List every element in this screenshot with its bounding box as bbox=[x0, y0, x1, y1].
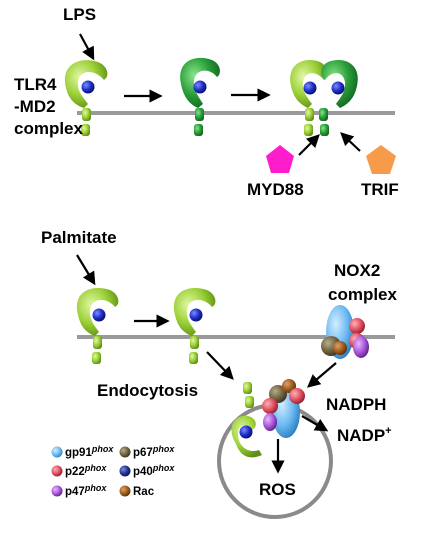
nadph-arrow bbox=[301, 415, 329, 432]
palmitate-receptor-2 bbox=[173, 287, 216, 364]
tlr4-label-line2: -MD2 bbox=[14, 97, 56, 116]
membrane-bottom bbox=[77, 335, 395, 339]
bottom-panel: Palmitate NOX2 complex Endocytosis NADPH… bbox=[41, 228, 398, 519]
nadph-label: NADPH bbox=[326, 395, 386, 414]
lps-label: LPS bbox=[63, 5, 96, 24]
legend-item-rac: Rac bbox=[119, 485, 155, 498]
tlr4-label-line1: TLR4 bbox=[14, 75, 57, 94]
legend-item-p47: p47phox bbox=[51, 483, 107, 498]
svg-text:p47phox: p47phox bbox=[65, 483, 107, 498]
svg-text:gp91phox: gp91phox bbox=[65, 444, 114, 459]
svg-text:Rac: Rac bbox=[133, 486, 155, 498]
endocytosis-arrow bbox=[206, 351, 234, 380]
lps-arrow bbox=[79, 33, 95, 61]
legend-item-gp91: gp91phox bbox=[51, 444, 114, 459]
nox2-complex-membrane bbox=[321, 305, 369, 359]
nox2-complex-vesicle bbox=[262, 379, 305, 438]
endocytosis-label: Endocytosis bbox=[97, 381, 198, 400]
svg-text:p40phox: p40phox bbox=[133, 463, 175, 478]
legend: gp91phox p67phox p22phox p40phox p47phox… bbox=[51, 444, 175, 498]
palmitate-arrow bbox=[76, 254, 96, 286]
tlr4-receptor-2 bbox=[180, 57, 220, 136]
myd88-shape bbox=[266, 145, 294, 173]
nox2-internalize-arrow bbox=[306, 362, 337, 388]
nadp-superscript: + bbox=[385, 425, 391, 437]
nadp-label: NADP+ bbox=[337, 425, 392, 445]
myd88-label: MYD88 bbox=[247, 180, 304, 199]
lps-ligand bbox=[81, 80, 95, 94]
trif-shape bbox=[366, 145, 396, 174]
legend-item-p22: p22phox bbox=[51, 463, 107, 478]
tlr4-receptor-1 bbox=[64, 60, 108, 136]
trif-arrow bbox=[340, 132, 361, 152]
legend-item-p40: p40phox bbox=[119, 463, 175, 478]
nox2-label-line1: NOX2 bbox=[334, 261, 380, 280]
nox2-label-line2: complex bbox=[328, 285, 398, 304]
legend-item-p67: p67phox bbox=[119, 444, 175, 459]
myd88-arrow bbox=[298, 134, 320, 156]
trif-label: TRIF bbox=[361, 180, 399, 199]
palmitate-label: Palmitate bbox=[41, 228, 117, 247]
endocytosed-receptor bbox=[231, 382, 262, 458]
palmitate-receptor-1 bbox=[76, 287, 119, 364]
membrane-top bbox=[77, 111, 395, 115]
nadp-text: NADP bbox=[337, 426, 385, 445]
ros-label: ROS bbox=[259, 480, 296, 499]
svg-text:p67phox: p67phox bbox=[133, 444, 175, 459]
svg-text:p22phox: p22phox bbox=[65, 463, 107, 478]
top-panel: LPS TLR4 -MD2 complex MYD88 TRIF bbox=[14, 5, 399, 199]
tlr4-dimer bbox=[290, 59, 358, 136]
tlr4-label-line3: complex bbox=[14, 119, 84, 138]
